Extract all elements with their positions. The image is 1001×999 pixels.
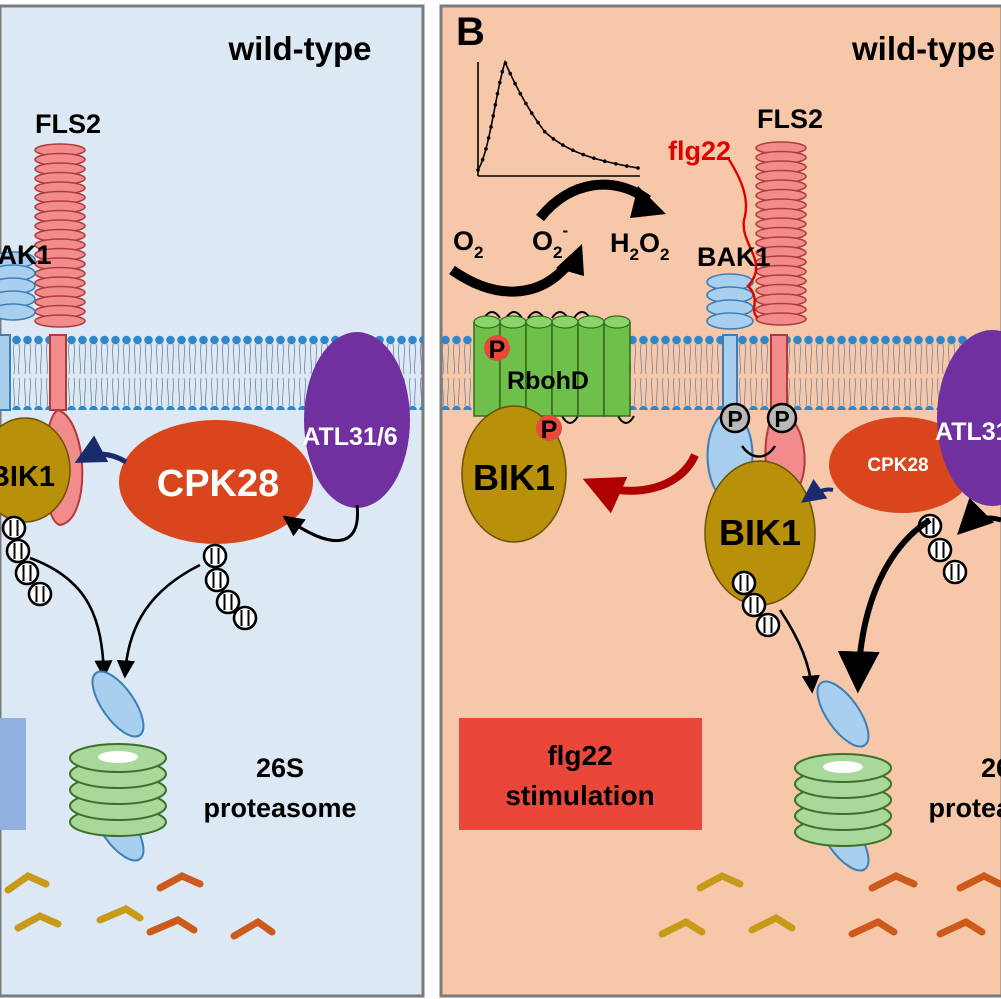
bik1-degradation-arrow-b	[778, 609, 820, 694]
ros-curve-point	[603, 159, 607, 164]
stimulation-line2: stimulation	[505, 780, 654, 811]
bak1-receptor	[0, 251, 36, 411]
flg22-label: flg22	[668, 136, 731, 166]
bak1-label-a: BAK1	[0, 240, 52, 270]
rbohd-phospho-site	[484, 335, 510, 361]
ros-curve-point	[480, 157, 485, 162]
bak1-phospho-site	[719, 402, 751, 434]
condition-box-a	[0, 718, 26, 830]
ros-curve-point	[571, 148, 575, 153]
ros-curve-point	[508, 71, 512, 76]
panel-a: BIK1 CPK28 ATL31/6 26S protea	[0, 4, 425, 998]
bik1-free-label: BIK1	[473, 457, 555, 498]
fls2-phospho-label: P	[774, 406, 789, 432]
cpk28-protein	[119, 420, 313, 544]
superoxide-label: O2-	[532, 221, 568, 262]
stimulation-box	[459, 718, 702, 830]
bak1-phospho-label: P	[727, 406, 742, 432]
ros-curve-point	[542, 129, 547, 134]
ros-curve-point	[592, 156, 596, 161]
peptide-fragments-a	[4, 871, 276, 940]
proteasome-a-line1: 26S	[256, 753, 304, 783]
rbohd-phospho-label: P	[489, 336, 506, 364]
ros-curve-point	[581, 152, 586, 157]
cpk28-degradation-arrow	[116, 563, 201, 679]
atl-to-cpk28-arrow	[282, 504, 359, 542]
ros-curve-point	[524, 101, 528, 106]
bik1-label: BIK1	[0, 461, 55, 493]
ros-curve-point	[614, 162, 618, 166]
bik1-degradation-arrow	[29, 556, 113, 679]
ros-curve-point	[476, 168, 480, 172]
ros-burst-plot	[476, 59, 640, 177]
h2o2-label: H2O2	[610, 228, 669, 264]
ros-curve-point	[551, 137, 556, 141]
ros-curve-point	[497, 80, 502, 85]
ros-curve-point	[518, 91, 523, 96]
cpk28-label: CPK28	[157, 463, 280, 505]
transphos-arrow	[741, 445, 777, 458]
ros-curve-point	[625, 164, 629, 168]
peptide-fragments-b	[658, 872, 1001, 938]
rbohd-protein	[473, 311, 635, 424]
fls2-receptor-b	[755, 141, 807, 502]
stimulation-line1: flg22	[547, 740, 612, 771]
ros-curve-point	[561, 143, 565, 147]
atl-label-b: ATL31/6	[935, 418, 1001, 446]
ros-curve-point	[491, 114, 496, 118]
panel-a-condition: wild-type	[227, 30, 371, 67]
ros-curve-point	[503, 61, 508, 66]
atl-protein	[304, 332, 410, 508]
bik1-free-protein	[461, 405, 567, 543]
ros-curve-point	[513, 81, 517, 86]
ros-curve-point	[486, 136, 491, 140]
rbohd-label: RbohD	[507, 367, 589, 395]
panel-b-letter: B	[456, 10, 485, 54]
ros-curve-point	[536, 120, 540, 125]
cpk28-to-bik1-arrow-b	[801, 479, 834, 503]
bik1-phospho-site	[536, 415, 562, 441]
bik1-phospho-label: P	[541, 416, 558, 444]
ros-curve-point	[636, 166, 640, 170]
cpk28-degradation-arrow-b	[837, 517, 932, 694]
fls2-label-b: FLS2	[757, 104, 823, 134]
ros-curve-point	[484, 147, 488, 151]
panel-b-condition: wild-type	[851, 30, 995, 67]
flg22-ligand	[726, 157, 759, 319]
o2-label: O2	[453, 226, 483, 262]
ros-curve-point	[489, 125, 493, 129]
atl-to-cpk28-arrow-b	[957, 497, 1001, 535]
cpk28-label-b: CPK28	[867, 455, 928, 476]
cpk28-to-bik1-arrow	[74, 435, 128, 465]
h2o2-arrowhead	[630, 186, 666, 218]
cpk28-protein-b	[829, 417, 975, 513]
o2-arrowhead	[556, 244, 584, 276]
fls2-label-a: FLS2	[35, 109, 101, 139]
proteasome-a-line2: proteasome	[203, 793, 356, 823]
bik1-complex-label: BIK1	[719, 512, 801, 553]
atl-protein-b	[937, 330, 1001, 506]
panel-b: O2 O2- H2O2 RbohD P	[439, 4, 1001, 998]
bik1-release-arrow	[582, 453, 699, 514]
proteasome-b-line1: 26S	[981, 753, 1001, 783]
ros-curve-point	[493, 102, 498, 107]
ros-curve-point	[495, 91, 500, 96]
bik1-protein	[0, 417, 71, 523]
atl-label: ATL31/6	[302, 423, 397, 451]
proteasome-b-line2: proteasome	[928, 793, 1001, 823]
o2-to-superoxide-arrow	[449, 258, 574, 297]
fls2-phospho-site	[766, 402, 798, 434]
ros-curve-point	[500, 69, 505, 74]
ros-curve-point	[529, 111, 534, 115]
bak1-label-b: BAK1	[697, 242, 771, 272]
